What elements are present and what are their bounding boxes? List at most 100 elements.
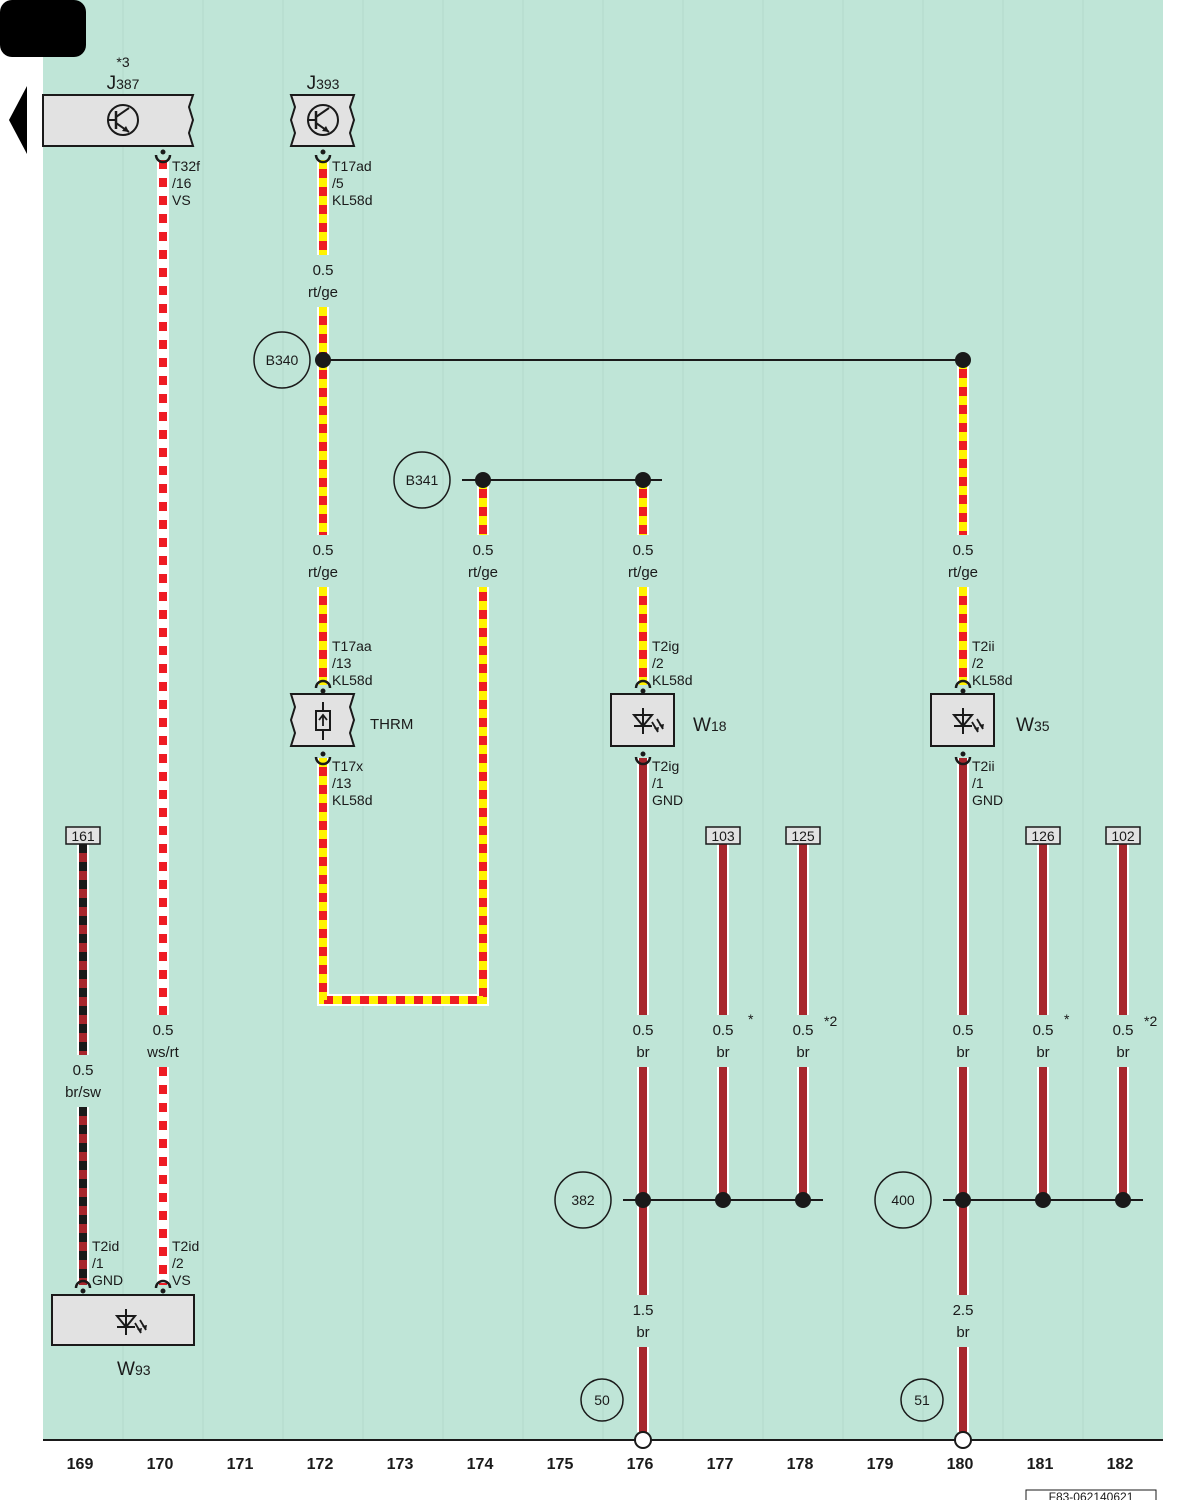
footer-code: F83-062140621 xyxy=(1049,1490,1134,1500)
w18-sub: 18 xyxy=(711,718,727,734)
thumbwheel-icon xyxy=(315,702,331,740)
ref-126[interactable]: 126 xyxy=(1031,828,1055,844)
svg-text:J393: J393 xyxy=(307,73,340,94)
w18-label: W xyxy=(693,715,711,736)
ground-50[interactable]: 50 xyxy=(594,1392,610,1408)
wire-layer xyxy=(77,160,1143,1432)
column-number: 172 xyxy=(307,1456,334,1473)
w93-sub: 93 xyxy=(135,1362,151,1378)
junction-dots xyxy=(315,352,1131,1208)
component-w35[interactable]: W35 xyxy=(930,693,1050,747)
column-number: 173 xyxy=(387,1456,414,1473)
reference-labels: 161 103 125 126 102 xyxy=(71,828,1135,844)
footer-code-box: F83-062140621 xyxy=(1025,1489,1157,1500)
terminal-180 xyxy=(954,1431,972,1449)
splices xyxy=(253,331,932,1229)
w35-sub: 35 xyxy=(1034,718,1050,734)
j387-label: J xyxy=(107,73,117,94)
component-w93[interactable]: W93 xyxy=(51,1294,195,1380)
ref-161[interactable]: 161 xyxy=(71,828,95,844)
pin-connectors xyxy=(74,149,972,1294)
j393-sub: 393 xyxy=(316,76,340,92)
ref-102[interactable]: 102 xyxy=(1111,828,1135,844)
column-number: 179 xyxy=(867,1456,894,1473)
terminal-176 xyxy=(634,1431,652,1449)
ground-51[interactable]: 51 xyxy=(914,1392,930,1408)
w93-label: W xyxy=(117,1359,135,1380)
svg-text:W18: W18 xyxy=(693,715,727,736)
note-182: *2 xyxy=(1144,1013,1157,1029)
column-number: 178 xyxy=(787,1456,814,1473)
splice-labels: B340 B341 382 400 xyxy=(266,352,915,1208)
previous-page-arrow-icon[interactable] xyxy=(9,86,27,154)
footnote-markers: * *2 * *2 xyxy=(748,1011,1157,1029)
splice-400[interactable]: 400 xyxy=(891,1192,915,1208)
column-number: 169 xyxy=(67,1456,94,1473)
reference-boxes xyxy=(65,826,1141,845)
note-178: *2 xyxy=(824,1013,837,1029)
column-number: 175 xyxy=(547,1456,574,1473)
splice-b340[interactable]: B340 xyxy=(266,352,299,368)
j387-sub: 387 xyxy=(116,76,140,92)
note-177: * xyxy=(748,1011,754,1027)
ref-125[interactable]: 125 xyxy=(791,828,815,844)
svg-text:W35: W35 xyxy=(1016,715,1050,736)
page-tab xyxy=(0,0,86,57)
ground-labels: 50 51 xyxy=(594,1392,930,1408)
component-thrm[interactable]: THRM xyxy=(289,693,413,747)
column-number: 177 xyxy=(707,1456,734,1473)
component-w18[interactable]: W18 xyxy=(610,693,727,747)
grounds xyxy=(580,1378,944,1422)
ref-103[interactable]: 103 xyxy=(711,828,735,844)
column-number: 176 xyxy=(627,1456,654,1473)
column-numbers: 169 170 171 172 173 174 175 176 177 178 … xyxy=(67,1456,1134,1473)
column-number: 180 xyxy=(947,1456,974,1473)
thrm-label: THRM xyxy=(370,716,413,733)
column-number: 171 xyxy=(227,1456,254,1473)
column-number: 170 xyxy=(147,1456,174,1473)
component-j387[interactable]: *3 J387 xyxy=(42,54,195,147)
note-181: * xyxy=(1064,1011,1070,1027)
column-number: 174 xyxy=(467,1456,494,1473)
w35-label: W xyxy=(1016,715,1034,736)
column-number: 182 xyxy=(1107,1456,1134,1473)
splice-b341[interactable]: B341 xyxy=(406,472,439,488)
j387-note: *3 xyxy=(116,54,129,70)
column-gridlines xyxy=(122,0,1084,1440)
svg-text:W93: W93 xyxy=(117,1359,151,1380)
component-j393[interactable]: J393 xyxy=(289,73,356,147)
j393-label: J xyxy=(307,73,317,94)
svg-text:J387: J387 xyxy=(107,73,140,94)
splice-382[interactable]: 382 xyxy=(571,1192,595,1208)
wire xyxy=(319,587,487,1004)
column-number: 181 xyxy=(1027,1456,1054,1473)
